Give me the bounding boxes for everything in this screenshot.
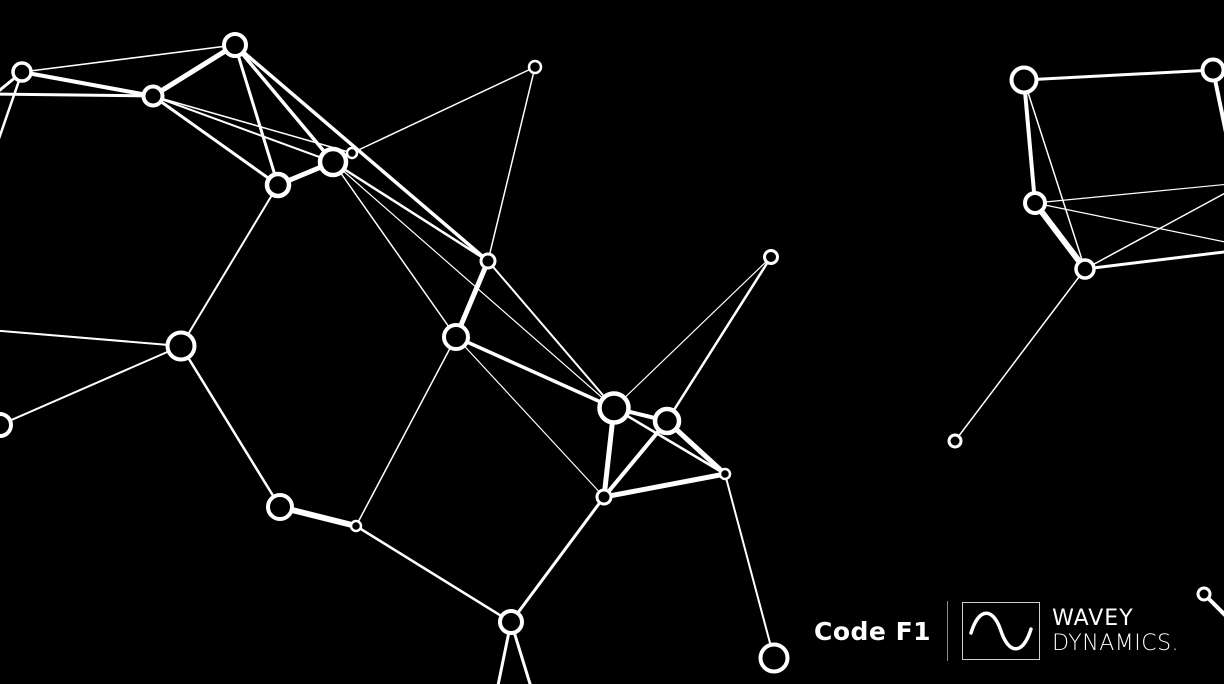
edge (0, 329, 182, 347)
edge (351, 66, 536, 154)
edge (1034, 183, 1224, 204)
edge (354, 524, 513, 624)
code-f1-logo: Code F1 (814, 616, 932, 646)
edge (509, 620, 532, 684)
edge (1202, 592, 1224, 617)
edge (233, 43, 490, 263)
edge (332, 161, 457, 338)
edge (0, 92, 155, 98)
edge (724, 473, 775, 659)
edge (0, 345, 182, 426)
node (1074, 258, 1096, 280)
edge (152, 95, 334, 163)
node (947, 433, 963, 449)
brand-divider (947, 601, 949, 661)
wavey-dynamics-logo: WAVEY DYNAMICS. (1052, 606, 1179, 657)
edge (151, 94, 280, 187)
node (349, 519, 363, 533)
edge (0, 70, 24, 140)
edge (179, 344, 282, 509)
edge (496, 620, 513, 684)
node (1200, 57, 1224, 83)
company-name-line1: WAVEY (1052, 605, 1134, 631)
node (1009, 65, 1039, 95)
edge (21, 44, 236, 73)
edge (1083, 250, 1224, 271)
edge (1022, 78, 1037, 205)
edge (150, 42, 238, 99)
edge (233, 43, 335, 164)
edge (665, 255, 773, 423)
node (165, 330, 197, 362)
node (479, 252, 497, 270)
node (527, 59, 543, 75)
edge (954, 268, 1086, 442)
edge (1023, 79, 1086, 270)
node (498, 609, 524, 635)
edge (1034, 202, 1224, 243)
node (266, 493, 294, 521)
node (718, 467, 732, 481)
node (442, 323, 470, 351)
node (264, 171, 292, 199)
edge (355, 336, 457, 527)
edge (332, 161, 615, 409)
edge (180, 184, 279, 347)
brand-bar: Code F1 WAVEY DYNAMICS. (814, 600, 1179, 662)
edge (509, 495, 606, 624)
node (222, 32, 248, 58)
edge (454, 335, 616, 410)
node (141, 84, 165, 108)
node (0, 412, 13, 438)
edge (602, 419, 669, 499)
node (758, 642, 790, 674)
edge (1084, 192, 1224, 270)
node (763, 249, 779, 265)
node (317, 146, 349, 178)
edge (612, 406, 727, 476)
node (595, 488, 613, 506)
node (345, 146, 359, 160)
network-edges (0, 42, 1224, 684)
edge (1032, 200, 1088, 272)
node (597, 391, 631, 425)
company-name-line2: DYNAMICS. (1052, 631, 1180, 656)
edge (233, 43, 280, 187)
node (652, 406, 682, 436)
node (11, 61, 33, 83)
edge (331, 160, 490, 263)
sine-wave-icon (962, 602, 1041, 660)
edge (20, 70, 155, 98)
edge (1211, 68, 1224, 133)
edge (613, 256, 772, 409)
edge (487, 260, 615, 409)
edge (487, 66, 536, 262)
edge (601, 471, 728, 500)
network-nodes (0, 32, 1224, 674)
edge (1022, 68, 1215, 82)
edge (455, 336, 605, 498)
node (1196, 586, 1212, 602)
node (1023, 191, 1047, 215)
